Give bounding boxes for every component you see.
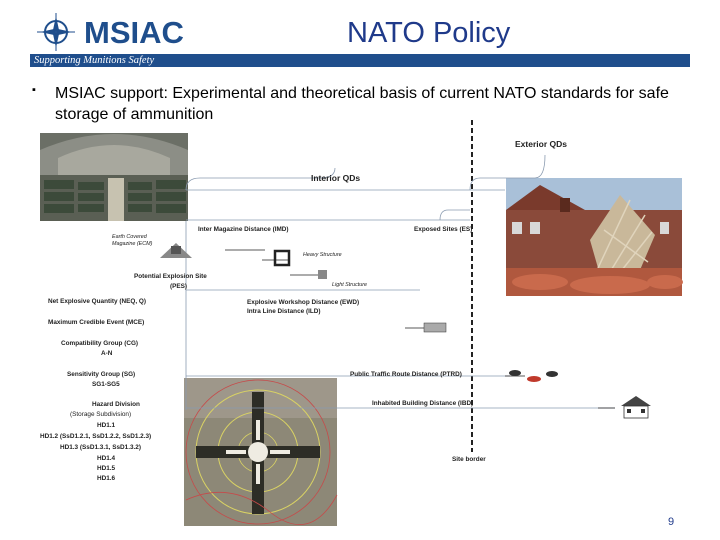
light-structure-label: Light Structure <box>332 282 367 288</box>
ewd-label: Explosive Workshop Distance (EWD) <box>247 299 359 306</box>
distance-arrows <box>185 154 615 410</box>
bullet-marker: ▪ <box>32 84 36 96</box>
brand-name: MSIAC <box>84 15 184 50</box>
exterior-qds-label: Exterior QDs <box>515 139 567 149</box>
nato-star-icon <box>37 13 75 51</box>
hd12: HD1.2 (SsD1.2.1, SsD1.2.2, SsD1.2.3) <box>40 433 151 440</box>
tagline-banner <box>30 54 690 67</box>
hd13: HD1.3 (SsD1.3.1, SsD1.3.2) <box>60 444 141 451</box>
hd11: HD1.1 <box>97 422 116 429</box>
magazine-tunnel-photo <box>40 133 188 221</box>
es-label: Exposed Sites (ES) <box>414 226 472 233</box>
ibd-label: Inhabited Building Distance (IBD) <box>372 400 473 407</box>
cg-term: Compatibility Group (CG) <box>61 340 138 347</box>
page-number: 9 <box>668 516 675 528</box>
cg-range: A-N <box>101 350 113 357</box>
imd-label: Inter Magazine Distance (IMD) <box>198 226 289 233</box>
ecm-label-line2: Magazine (ECM) <box>112 241 153 247</box>
sg-range: SG1-SG5 <box>92 381 120 388</box>
aerial-site-photo <box>184 378 338 526</box>
mce-term: Maximum Credible Event (MCE) <box>48 319 144 326</box>
interior-qds-label: Interior QDs <box>311 173 360 183</box>
hd-term: Hazard Division <box>92 401 140 408</box>
bullet-text: MSIAC support: Experimental and theoreti… <box>55 85 669 123</box>
sg-term: Sensitivity Group (SG) <box>67 371 135 378</box>
tagline: Supporting Munitions Safety <box>34 55 155 66</box>
ptrd-label: Public Traffic Route Distance (PTRD) <box>350 371 462 378</box>
building-icon <box>423 322 447 333</box>
heavy-structure-label: Heavy Structure <box>303 252 342 258</box>
hd15: HD1.5 <box>97 465 116 472</box>
pes-label-line2: (PES) <box>170 283 187 290</box>
hd14: HD1.4 <box>97 455 116 462</box>
hd-subterm: (Storage Subdivision) <box>70 411 131 418</box>
vehicles-icon <box>509 370 558 382</box>
damaged-building-photo <box>506 178 683 296</box>
house-icon <box>621 396 651 419</box>
heavy-structure-icon <box>273 249 291 267</box>
light-structure-icon <box>318 270 327 279</box>
ild-label: Intra Line Distance (ILD) <box>247 308 321 315</box>
slide-title: NATO Policy <box>347 17 511 49</box>
site-border-label: Site border <box>452 456 486 463</box>
neq-term: Net Explosive Quantity (NEQ, Q) <box>48 298 146 305</box>
ecm-magazine-icon <box>160 243 192 258</box>
msiac-logo <box>34 12 202 54</box>
pes-label-line1: Potential Explosion Site <box>134 273 207 280</box>
hd16: HD1.6 <box>97 475 116 482</box>
ecm-label-line1: Earth Covered <box>112 234 148 240</box>
